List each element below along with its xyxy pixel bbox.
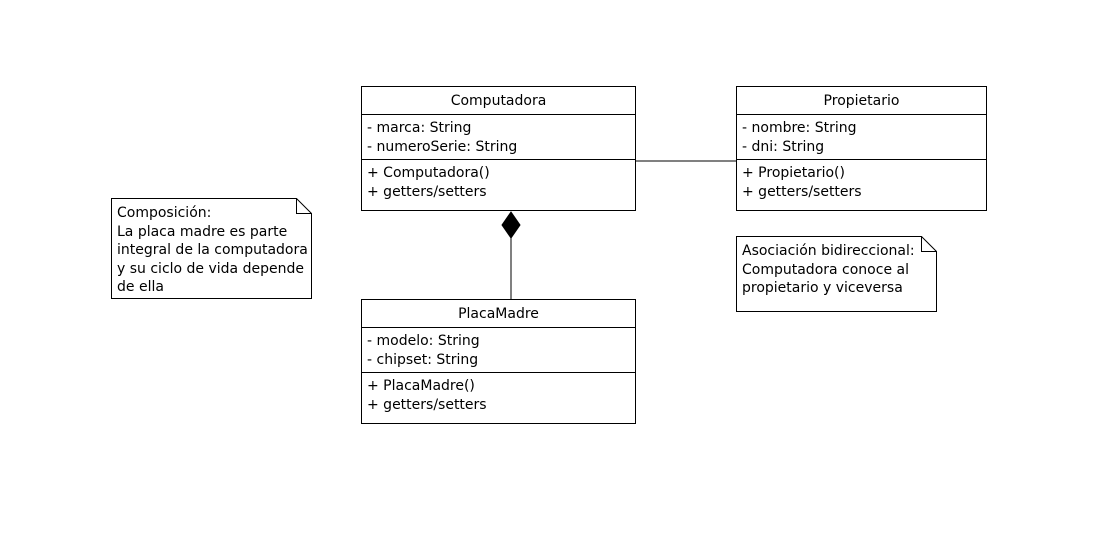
attribute: - numeroSerie: String xyxy=(367,138,518,155)
methods-section: + PlacaMadre() + getters/setters xyxy=(362,373,635,417)
attribute: - dni: String xyxy=(742,138,825,155)
note-line: de ella xyxy=(117,279,164,295)
note-line: Composición: xyxy=(117,205,212,221)
attributes-section: - marca: String - numeroSerie: String xyxy=(362,115,635,160)
composition-diamond-icon xyxy=(501,211,521,239)
method: + Propietario() xyxy=(742,165,845,181)
attribute: - chipset: String xyxy=(367,351,479,368)
class-propietario[interactable]: Propietario - nombre: String - dni: Stri… xyxy=(736,86,987,211)
class-name: Computadora xyxy=(362,87,635,115)
note-line: La placa madre es parte xyxy=(117,223,288,240)
note-line: y su ciclo de vida depende xyxy=(117,260,304,277)
attributes-section: - modelo: String - chipset: String xyxy=(362,328,635,373)
attribute: - marca: String xyxy=(367,120,472,136)
attributes-section: - nombre: String - dni: String xyxy=(737,115,986,160)
note-text: Composición: La placa madre es parte int… xyxy=(117,204,308,297)
class-name: Propietario xyxy=(737,87,986,115)
note-text: Asociación bidireccional: Computadora co… xyxy=(742,242,915,298)
method: + getters/setters xyxy=(367,183,487,200)
note-line: integral de la computadora xyxy=(117,242,308,258)
class-placa-madre[interactable]: PlacaMadre - modelo: String - chipset: S… xyxy=(361,299,636,424)
attribute: - modelo: String xyxy=(367,333,480,349)
methods-section: + Computadora() + getters/setters xyxy=(362,160,635,204)
note-line: Asociación bidireccional: xyxy=(742,243,915,259)
note-asociacion[interactable]: Asociación bidireccional: Computadora co… xyxy=(736,236,937,312)
note-composicion[interactable]: Composición: La placa madre es parte int… xyxy=(111,198,312,299)
class-name: PlacaMadre xyxy=(362,300,635,328)
note-shape xyxy=(736,236,937,312)
methods-section: + Propietario() + getters/setters xyxy=(737,160,986,204)
method: + getters/setters xyxy=(367,396,487,413)
method: + Computadora() xyxy=(367,165,490,181)
method: + PlacaMadre() xyxy=(367,378,475,394)
note-line: Computadora conoce al xyxy=(742,261,909,278)
attribute: - nombre: String xyxy=(742,120,857,136)
note-line: propietario y viceversa xyxy=(742,280,903,296)
note-shape xyxy=(111,198,312,299)
class-computadora[interactable]: Computadora - marca: String - numeroSeri… xyxy=(361,86,636,211)
method: + getters/setters xyxy=(742,183,862,200)
